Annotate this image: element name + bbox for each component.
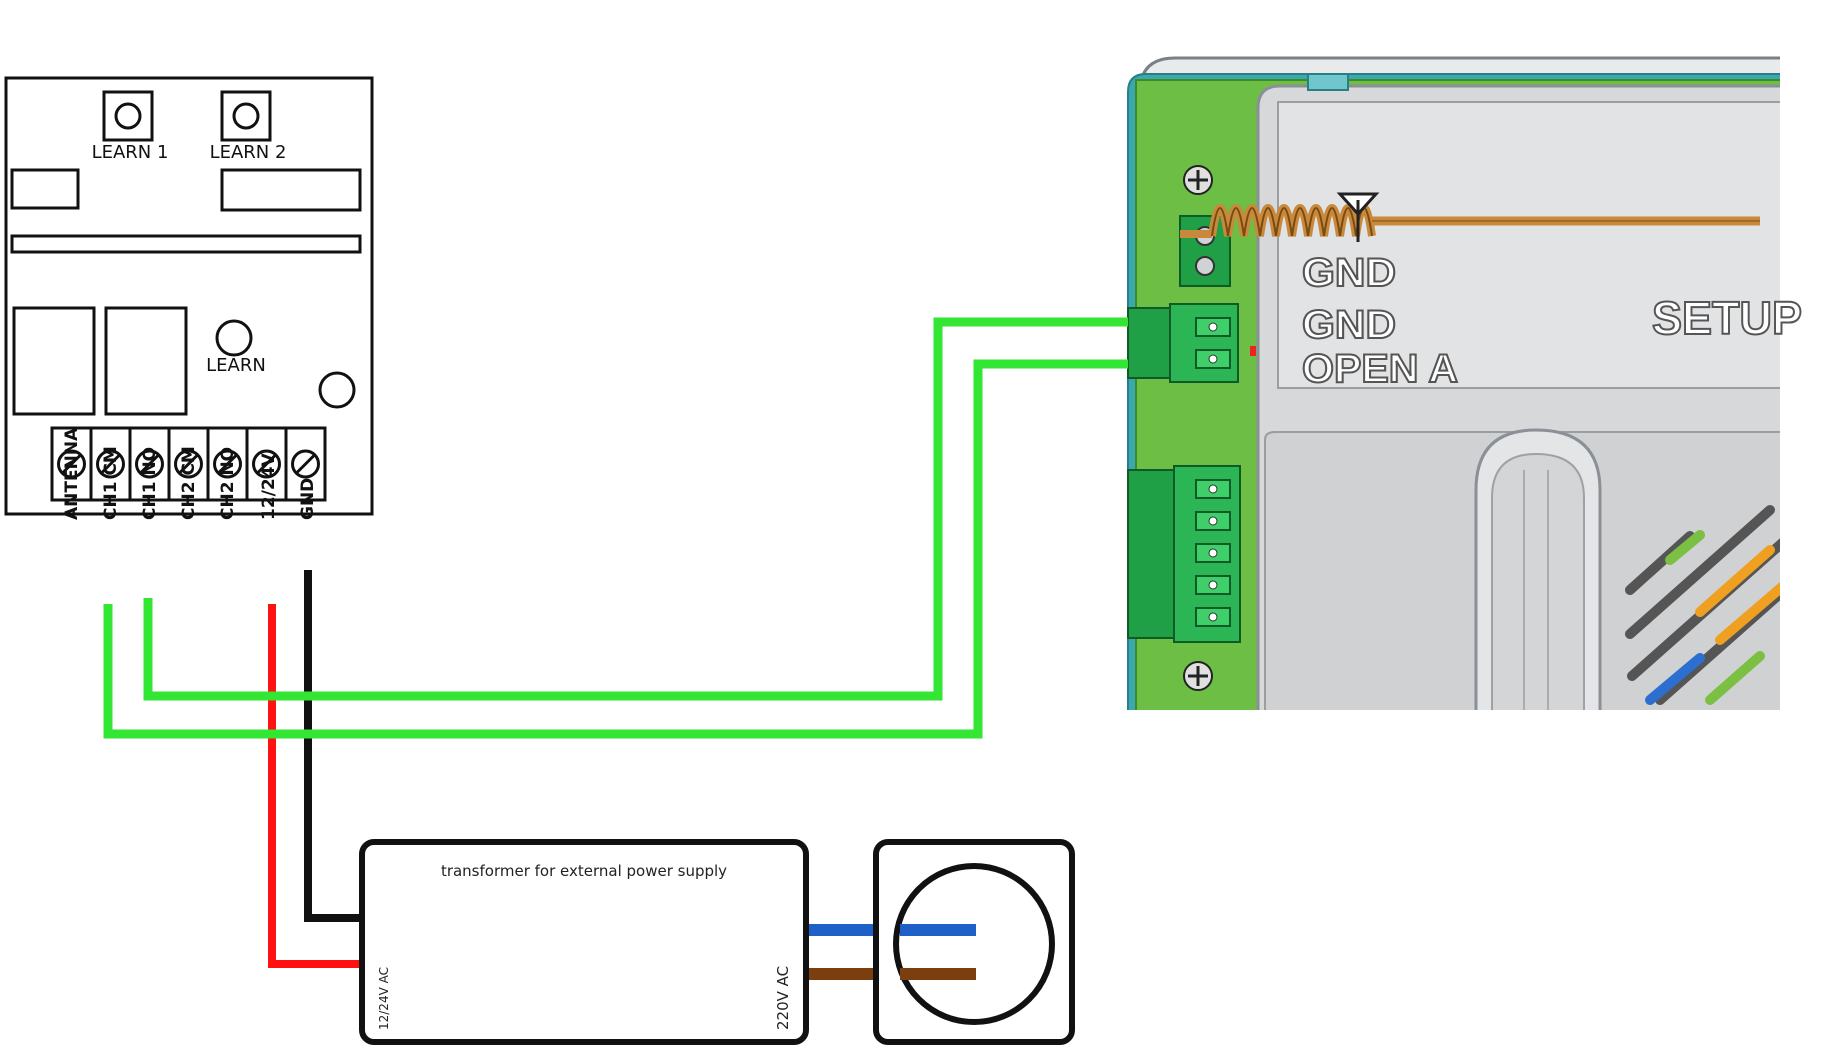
cu-label-setup: SETUP [1652,292,1802,344]
terminal-label-12-24v: 12/24V [259,452,279,520]
terminal-label-ch2-cm: CH2 CM [179,446,199,520]
terminal-label-ch1-no: CH1 NO [140,447,160,520]
terminal-screw [89,426,132,502]
connector-pin [1195,511,1231,531]
terminal-screw [206,426,249,502]
five-pin-connector [1127,465,1241,643]
terminal-label-ch1-cm: CH1 CM [101,446,121,520]
connector-pin [1195,607,1231,627]
learn-led [215,319,253,357]
label-panel [1277,101,1780,389]
terminal-screw [245,426,288,502]
wire-12-24v [268,604,362,968]
terminal-block [50,426,327,502]
wire-ch1-no [143,317,1128,701]
learn1-button [102,90,154,142]
strip-component [10,234,362,254]
relay-1 [12,306,96,416]
learn-label: LEARN [206,355,266,376]
terminal-screw [128,426,171,502]
wire-ch1-cm [103,359,1128,739]
connector-pin [1195,479,1231,499]
antenna-icon [1336,192,1380,242]
learn2-label: LEARN 2 [210,142,287,163]
connector-pin [1195,543,1231,563]
learn2-button [220,90,272,142]
cu-label-open-a: OPEN A [1302,347,1458,391]
mount-hole [318,371,356,409]
terminal-label-gnd: GND [298,478,318,520]
connector-pin [1195,575,1231,595]
wide-component [220,168,362,212]
wall-socket [873,839,1075,1045]
small-component [10,168,80,210]
terminal-screw [167,426,210,502]
transformer-mains-label: 220V AC [774,966,792,1030]
antenna-coil [1180,204,1760,238]
cu-label-gnd-1: GND [1302,251,1396,295]
socket-outlet [893,863,1055,1025]
open-a-connector [1127,303,1256,383]
cu-label-gnd-2: GND [1302,303,1396,347]
transformer-low-voltage-label: 12/24V AC [377,967,391,1030]
screw-top [1183,165,1213,195]
learn1-label: LEARN 1 [92,142,169,163]
wire-gnd [304,570,362,922]
control-unit: GND GND OPEN A SETUP [1127,56,1803,710]
relay-2 [104,306,188,416]
terminal-screw [284,426,327,502]
terminal-label-antenna: ANTENNA [62,427,82,520]
transformer-title: transformer for external power supply [441,862,727,880]
receiver-module: LEARN 1 LEARN 2 LEARN ANTENNA CH1 CM CH1… [4,76,374,520]
transformer: transformer for external power supply 12… [359,839,809,1045]
terminal-label-ch2-no: CH2 NO [218,447,238,520]
screw-bottom [1183,661,1213,691]
